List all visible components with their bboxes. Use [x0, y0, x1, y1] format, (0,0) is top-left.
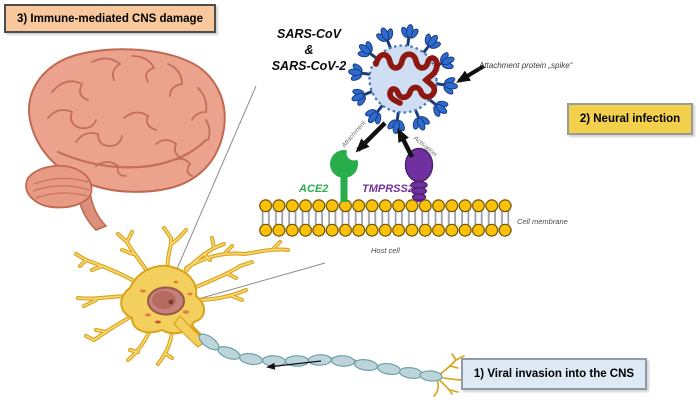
nucleolus	[168, 299, 174, 305]
ace2-label: ACE2	[299, 183, 329, 195]
step3-label: 3) Immune-mediated CNS damage	[17, 12, 203, 25]
spike-protein-label: Attachment protein „spike“	[479, 61, 573, 70]
myelin-sheath	[198, 333, 443, 382]
tmprss2-label: TMPRSS2	[362, 183, 414, 195]
lipid-bilayer-illustration	[259, 199, 512, 237]
virus-name-title: SARS-CoV & SARS-CoV-2	[247, 26, 371, 74]
pointer-line-virus-to-neuron	[166, 85, 257, 293]
virus-name-line2: &	[304, 43, 314, 57]
nucleus-inner	[152, 291, 176, 309]
attachment-arrow	[355, 121, 387, 153]
pointer-line-neuron-to-hostcell	[190, 262, 326, 302]
cell-membrane-label: Cell membrane	[517, 217, 568, 226]
host-cell-label: Host cell	[371, 246, 400, 255]
brain-illustration	[25, 48, 226, 231]
step1-label: 1) Viral invasion into the CNS	[473, 368, 635, 380]
virus-rna	[373, 54, 437, 106]
ace2-receptor-shape	[330, 145, 362, 202]
virus-particle-illustration	[345, 21, 461, 137]
axonal-transport-arrow	[266, 360, 322, 370]
virus-name-line1: SARS-CoV	[277, 27, 341, 41]
spike-pointer-arrow	[455, 64, 486, 83]
step2-label: 2) Neural infection	[579, 113, 681, 125]
axon-hillock	[173, 315, 208, 348]
neuron-illustration	[74, 226, 465, 397]
activation-arrow	[396, 127, 415, 159]
soma-organelles	[140, 280, 193, 324]
virus-envelope	[368, 44, 438, 114]
step1-viral-invasion-box: 1) Viral invasion into the CNS	[461, 358, 647, 390]
virus-name-line3: SARS-CoV-2	[271, 59, 347, 73]
step2-neural-infection-box: 2) Neural infection	[567, 103, 693, 135]
cerebellum	[25, 164, 93, 209]
step3-immune-damage-box: 3) Immune-mediated CNS damage	[4, 4, 216, 33]
